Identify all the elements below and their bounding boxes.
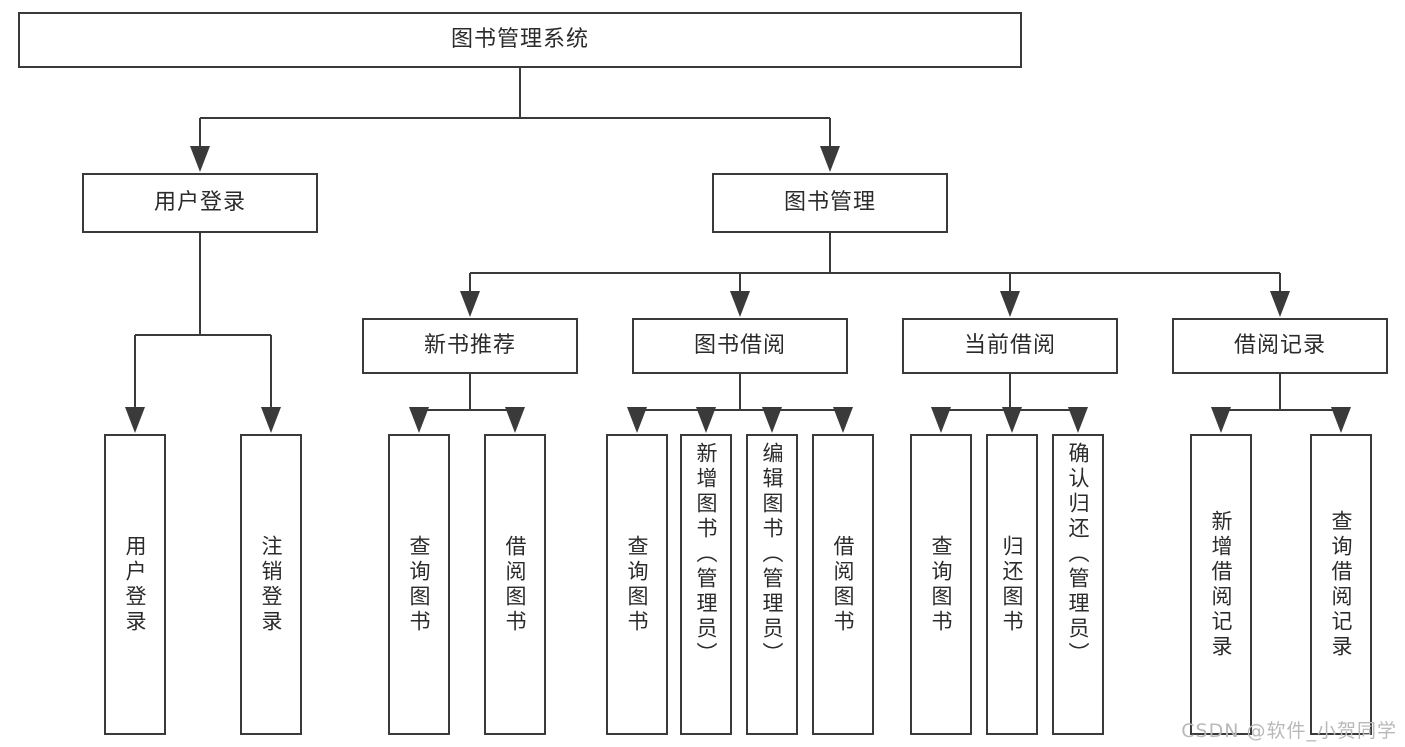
node-user-login-label: 用户登录 xyxy=(153,189,246,215)
node-leaf-query-record[interactable]: 查询借阅记录 xyxy=(1310,434,1372,735)
node-leaf-return-book[interactable]: 归还图书 xyxy=(986,434,1038,735)
node-user-login[interactable]: 用户登录 xyxy=(82,173,318,233)
node-leaf-borrow-book-2-label: 借阅图书 xyxy=(831,534,856,635)
node-book-borrow[interactable]: 图书借阅 xyxy=(632,318,848,374)
node-root[interactable]: 图书管理系统 xyxy=(18,12,1022,68)
node-leaf-confirm-return-label: 确认归还（管理员） xyxy=(1066,442,1091,667)
node-leaf-add-book-label: 新增图书（管理员） xyxy=(694,442,719,667)
node-current-borrow[interactable]: 当前借阅 xyxy=(902,318,1118,374)
node-root-label: 图书管理系统 xyxy=(450,26,589,52)
node-leaf-query-book-3[interactable]: 查询图书 xyxy=(910,434,972,735)
node-leaf-borrow-book-1-label: 借阅图书 xyxy=(503,534,528,635)
node-new-book-rec[interactable]: 新书推荐 xyxy=(362,318,578,374)
node-leaf-query-book-2[interactable]: 查询图书 xyxy=(606,434,668,735)
node-book-manage-label: 图书管理 xyxy=(783,189,876,215)
node-leaf-user-login[interactable]: 用户登录 xyxy=(104,434,166,735)
node-borrow-record-label: 借阅记录 xyxy=(1233,332,1326,358)
node-current-borrow-label: 当前借阅 xyxy=(963,332,1056,358)
node-leaf-user-logout-label: 注销登录 xyxy=(259,534,284,635)
node-leaf-user-logout[interactable]: 注销登录 xyxy=(240,434,302,735)
node-leaf-add-record[interactable]: 新增借阅记录 xyxy=(1190,434,1252,735)
node-book-manage[interactable]: 图书管理 xyxy=(712,173,948,233)
node-leaf-confirm-return[interactable]: 确认归还（管理员） xyxy=(1052,434,1104,735)
node-leaf-add-book[interactable]: 新增图书（管理员） xyxy=(680,434,732,735)
node-leaf-edit-book[interactable]: 编辑图书（管理员） xyxy=(746,434,798,735)
node-leaf-query-book-3-label: 查询图书 xyxy=(929,534,954,635)
node-leaf-add-record-label: 新增借阅记录 xyxy=(1209,509,1234,660)
node-leaf-query-book-2-label: 查询图书 xyxy=(625,534,650,635)
node-book-borrow-label: 图书借阅 xyxy=(693,332,786,358)
node-leaf-borrow-book-1[interactable]: 借阅图书 xyxy=(484,434,546,735)
watermark-label: CSDN @软件_小贺同学 xyxy=(1181,720,1397,742)
node-borrow-record[interactable]: 借阅记录 xyxy=(1172,318,1388,374)
node-leaf-edit-book-label: 编辑图书（管理员） xyxy=(760,442,785,667)
node-leaf-return-book-label: 归还图书 xyxy=(1000,534,1025,635)
node-new-book-rec-label: 新书推荐 xyxy=(423,332,516,358)
node-leaf-query-book-1[interactable]: 查询图书 xyxy=(388,434,450,735)
node-leaf-borrow-book-2[interactable]: 借阅图书 xyxy=(812,434,874,735)
node-leaf-query-record-label: 查询借阅记录 xyxy=(1329,509,1354,660)
node-leaf-query-book-1-label: 查询图书 xyxy=(407,534,432,635)
node-leaf-user-login-label: 用户登录 xyxy=(123,534,148,635)
